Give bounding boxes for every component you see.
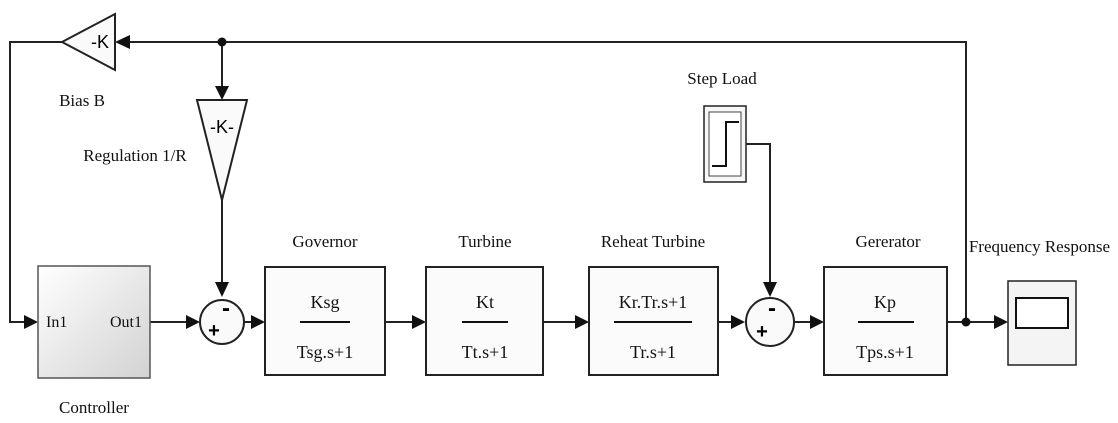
bias-gain-block[interactable]: -K [59,12,116,72]
reheat-turbine-denominator: Tr.s+1 [630,342,676,362]
reheat-turbine-numerator: Kr.Tr.s+1 [619,292,688,312]
arrowhead-sum2-left [731,315,745,329]
reheat-turbine-block[interactable]: Kr.Tr.s+1 Tr.s+1 [588,266,719,376]
sum2-minus-sign: - [768,295,776,322]
generator-block[interactable]: Kp Tps.s+1 [823,266,948,376]
arrowhead-governor-in [251,315,265,329]
scope-label: Frequency Response [969,237,1110,256]
sum1-plus-sign: + [208,320,220,342]
bias-gain-text: -K [91,32,109,52]
generator-numerator: Kp [874,292,896,312]
junction-dot-top [217,37,227,47]
governor-numerator: Ksg [310,292,339,312]
governor-label: Governor [292,232,357,251]
generator-label: Gererator [855,232,920,251]
governor-denominator: Tsg.s+1 [297,342,353,362]
controller-out-port: Out1 [110,314,142,331]
sum1-minus-sign: - [222,295,230,322]
controller-in-port: In1 [46,314,67,331]
sum1-block[interactable]: + - [199,295,245,345]
controller-block[interactable]: In1 Out1 [37,265,151,379]
turbine-block[interactable]: Kt Tt.s+1 [425,266,544,376]
sum2-block[interactable]: + - [745,295,795,347]
arrowhead-turbine-in [412,315,426,329]
arrowhead-reheat-in [575,315,589,329]
reheat-turbine-label: Reheat Turbine [601,232,705,251]
controller-label: Controller [59,398,129,417]
arrowhead-bias-in [115,35,130,49]
step-icon [712,121,739,167]
junction-dot-output [961,317,971,327]
arrowhead-sum2-top [763,282,777,297]
turbine-numerator: Kt [476,292,494,312]
arrowhead-sum1-left [186,315,200,329]
regulation-gain-block[interactable]: -K- [195,99,249,201]
scope-screen-icon [1015,297,1069,329]
bias-to-controller-wire [9,41,62,323]
stepload-to-sum2-wire [746,143,771,282]
bias-label: Bias B [59,91,105,110]
turbine-denominator: Tt.s+1 [462,342,509,362]
sum2-plus-sign: + [756,321,768,343]
arrowhead-regulation-in [215,86,229,100]
governor-block[interactable]: Ksg Tsg.s+1 [264,266,386,376]
regulation-gain-text: -K- [210,117,234,137]
step-load-block[interactable] [703,105,747,183]
arrowhead-generator-in [810,315,824,329]
arrowhead-sum1-top [215,282,229,297]
turbine-label: Turbine [458,232,511,251]
arrowhead-scope-in [994,315,1008,329]
step-load-label: Step Load [687,69,757,88]
generator-denominator: Tps.s+1 [856,342,914,362]
regulation-label: Regulation 1/R [83,146,187,165]
arrowhead-controller-in [24,315,38,329]
feedback-wire-top [128,41,967,320]
scope-block[interactable] [1007,280,1077,366]
